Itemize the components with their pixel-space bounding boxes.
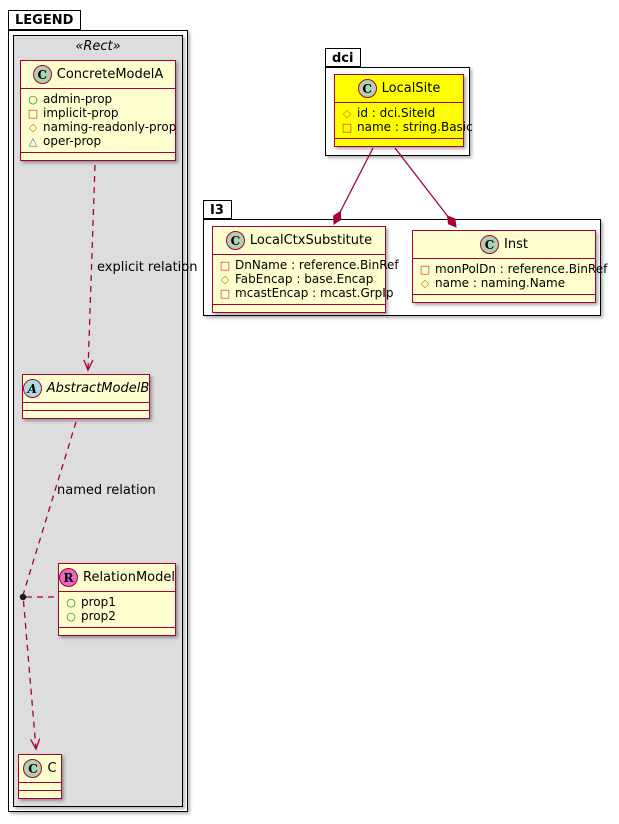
class-attributes-empty xyxy=(19,782,61,790)
class-attributes: □ DnName : reference.BinRef ◇ FabEncap :… xyxy=(213,254,399,304)
relation-spot-icon: R xyxy=(59,568,79,587)
attribute-row: ◇ name : naming.Name xyxy=(419,276,588,290)
attribute-text: name : string.Basic xyxy=(357,120,473,134)
class-attributes: ○ admin-prop □ implicit-prop ◇ naming-re… xyxy=(21,88,177,152)
attribute-row: △ oper-prop xyxy=(27,134,168,148)
legend-package-tab: LEGEND xyxy=(8,10,82,30)
named-relation-label: named relation xyxy=(57,483,156,498)
attribute-row: □ mcastEncap : mcast.GrpIp xyxy=(219,286,394,300)
attribute-row: ◇ id : dci.SiteId xyxy=(341,106,456,120)
private-prop-icon: □ xyxy=(419,262,431,276)
attribute-text: FabEncap : base.Encap xyxy=(235,272,374,286)
attribute-row: ○ admin-prop xyxy=(27,92,168,106)
edge-explicit-relation xyxy=(83,164,96,372)
class-title: RelationModel xyxy=(83,570,175,585)
attribute-text: id : dci.SiteId xyxy=(357,106,436,120)
class-title: Inst xyxy=(504,237,528,252)
class-local-ctx-substitute: C LocalCtxSubstitute □ DnName : referenc… xyxy=(212,226,399,313)
attribute-row: ◇ FabEncap : base.Encap xyxy=(219,272,378,286)
class-header: C LocalSite xyxy=(335,75,463,102)
class-title: AbstractModelB xyxy=(46,381,150,396)
class-methods-empty xyxy=(413,294,595,302)
attribute-text: monPolDn : reference.BinRef xyxy=(435,262,608,276)
attribute-row: ○ prop2 xyxy=(65,609,168,623)
attribute-row: □ name : string.Basic xyxy=(341,120,473,134)
class-attributes-empty xyxy=(23,402,149,410)
class-relation-model: R RelationModel ○ prop1 ○ prop2 xyxy=(58,563,176,636)
class-title: ConcreteModelA xyxy=(56,67,164,82)
attribute-text: implicit-prop xyxy=(43,106,119,120)
class-methods-empty xyxy=(19,790,61,798)
package-private-prop-icon: △ xyxy=(28,134,38,148)
attribute-text: name : naming.Name xyxy=(435,276,566,290)
edge-localsite-localctxsubstitute xyxy=(333,147,374,225)
attribute-text: oper-prop xyxy=(43,134,102,148)
class-spot-icon: C xyxy=(32,65,52,84)
class-methods-empty xyxy=(335,138,463,146)
attribute-row: ◇ naming-readonly-prop xyxy=(27,120,177,134)
class-concrete-model-a: C ConcreteModelA ○ admin-prop □ implicit… xyxy=(20,60,176,161)
class-header: C LocalCtxSubstitute xyxy=(213,227,385,254)
class-inst: C Inst □ monPolDn : reference.BinRef ◇ n… xyxy=(412,230,608,303)
class-spot-icon: C xyxy=(357,79,377,98)
class-spot-icon: C xyxy=(225,231,245,250)
private-prop-icon: □ xyxy=(219,286,231,300)
class-title: C xyxy=(47,761,57,776)
protected-prop-icon: ◇ xyxy=(420,276,430,290)
class-header: C ConcreteModelA xyxy=(21,61,175,88)
attribute-row: □ implicit-prop xyxy=(27,106,168,120)
rect-stereotype-label: «Rect» xyxy=(75,39,121,54)
class-spot-icon: C xyxy=(480,235,500,254)
class-spot-icon: C xyxy=(23,759,43,778)
class-header: R RelationModel xyxy=(59,564,175,591)
class-attributes: ◇ id : dci.SiteId □ name : string.Basic xyxy=(335,102,473,138)
attribute-text: mcastEncap : mcast.GrpIp xyxy=(235,286,394,300)
attribute-text: prop2 xyxy=(81,609,116,623)
relation-anchor-dot xyxy=(19,593,27,601)
attribute-row: □ DnName : reference.BinRef xyxy=(219,258,399,272)
abstract-spot-icon: A xyxy=(22,379,42,398)
private-prop-icon: □ xyxy=(341,120,353,134)
public-prop-icon: ○ xyxy=(28,92,38,106)
class-header: C Inst xyxy=(413,231,595,258)
attribute-text: admin-prop xyxy=(43,92,113,106)
attribute-row: ○ prop1 xyxy=(65,595,168,609)
class-methods-empty xyxy=(213,304,385,312)
protected-prop-icon: ◇ xyxy=(342,106,352,120)
class-title: LocalCtxSubstitute xyxy=(249,233,373,248)
edge-localsite-inst xyxy=(394,147,457,228)
class-header: A AbstractModelB xyxy=(22,375,150,402)
public-prop-icon: ○ xyxy=(66,609,76,623)
class-attributes: □ monPolDn : reference.BinRef ◇ name : n… xyxy=(413,258,608,294)
class-methods-empty xyxy=(59,627,175,635)
attribute-text: naming-readonly-prop xyxy=(43,120,177,134)
explicit-relation-label: explicit relation xyxy=(97,260,198,275)
private-prop-icon: □ xyxy=(219,258,231,272)
dci-package-tab: dci xyxy=(325,48,362,67)
class-local-site: C LocalSite ◇ id : dci.SiteId □ name : s… xyxy=(334,74,473,147)
public-prop-icon: ○ xyxy=(66,595,76,609)
class-title: LocalSite xyxy=(381,81,441,96)
class-attributes: ○ prop1 ○ prop2 xyxy=(59,591,175,627)
attribute-text: DnName : reference.BinRef xyxy=(235,258,399,272)
class-methods-empty xyxy=(21,152,175,160)
class-c: C C xyxy=(18,754,62,799)
protected-prop-icon: ◇ xyxy=(220,272,230,286)
attribute-text: prop1 xyxy=(81,595,116,609)
class-abstract-model-b: A AbstractModelB xyxy=(22,374,150,419)
i3-package-tab: I3 xyxy=(203,200,232,219)
class-header: C C xyxy=(19,755,61,782)
class-methods-empty xyxy=(23,410,149,418)
protected-prop-icon: ◇ xyxy=(28,120,38,134)
attribute-row: □ monPolDn : reference.BinRef xyxy=(419,262,608,276)
rect-stereotyped-region xyxy=(13,35,183,807)
private-prop-icon: □ xyxy=(27,106,39,120)
